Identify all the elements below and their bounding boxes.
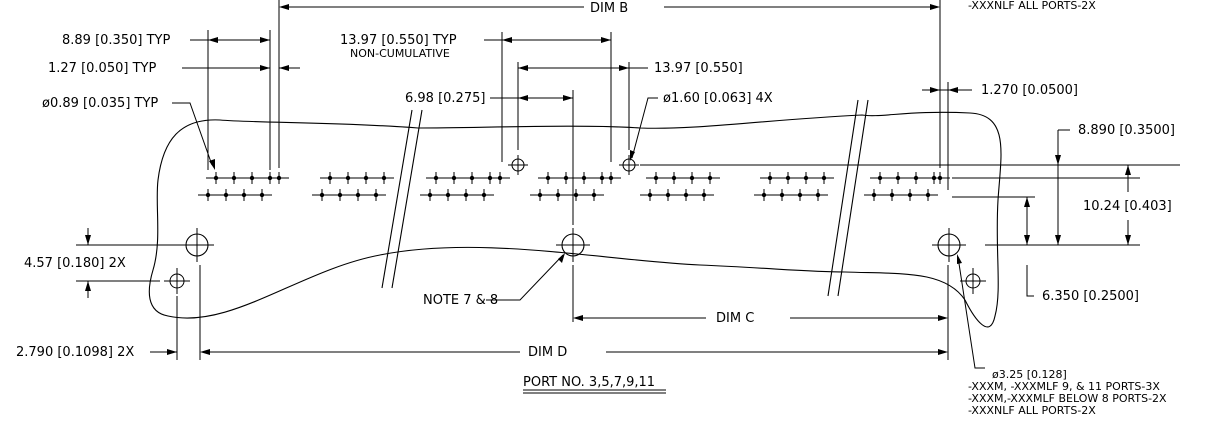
pin-hole bbox=[761, 192, 767, 198]
pin-hole bbox=[319, 192, 325, 198]
pin-hole bbox=[267, 175, 273, 181]
pin-hole bbox=[653, 175, 659, 181]
pin-hole bbox=[363, 175, 369, 181]
break-line bbox=[837, 99, 869, 297]
pin-hole bbox=[241, 192, 247, 198]
row-span-label: 10.24 [0.403] bbox=[1083, 199, 1172, 214]
pin-dia-label: ø0.89 [0.035] TYP bbox=[42, 96, 158, 111]
pin-hole bbox=[907, 192, 913, 198]
note-ref-label: NOTE 7 & 8 bbox=[423, 293, 498, 308]
break-line bbox=[391, 109, 423, 289]
non-cumulative-label: NON-CUMULATIVE bbox=[350, 47, 450, 60]
port-pitch-typ-label: 13.97 [0.550] TYP bbox=[340, 33, 457, 48]
top-clipped-note: -XXXNLF ALL PORTS-2X bbox=[968, 0, 1096, 12]
pin-hole bbox=[689, 175, 695, 181]
dim-b-label: DIM B bbox=[590, 1, 628, 16]
lead-offset-label: 1.27 [0.050] TYP bbox=[48, 61, 156, 76]
pin-hole bbox=[381, 175, 387, 181]
pin-hole bbox=[889, 192, 895, 198]
row-offset-label: 1.270 [0.0500] bbox=[981, 83, 1078, 98]
top-height-label: 8.890 [0.3500] bbox=[1078, 123, 1175, 138]
pin-hole bbox=[345, 175, 351, 181]
mount-note-3: -XXXNLF ALL PORTS-2X bbox=[968, 404, 1096, 417]
pin-hole bbox=[803, 175, 809, 181]
pin-hole bbox=[337, 192, 343, 198]
pin-hole bbox=[451, 175, 457, 181]
pin-hole bbox=[815, 192, 821, 198]
drawing-geometry bbox=[76, 0, 1180, 394]
pin-hole bbox=[327, 175, 333, 181]
pin-hole bbox=[683, 192, 689, 198]
pin-hole bbox=[427, 192, 433, 198]
board-outline bbox=[148, 111, 1002, 328]
pin-hole bbox=[913, 175, 919, 181]
pin-hole bbox=[259, 192, 265, 198]
pin-hole bbox=[599, 175, 605, 181]
pin-array bbox=[198, 172, 950, 201]
pin-hole bbox=[463, 192, 469, 198]
pin-hole bbox=[931, 175, 937, 181]
pin-hole bbox=[925, 192, 931, 198]
pin-hole bbox=[701, 192, 707, 198]
pin-hole bbox=[937, 175, 943, 181]
drawing-title: PORT NO. 3,5,7,9,11 bbox=[523, 375, 655, 390]
pin-hole bbox=[213, 175, 219, 181]
pin-hole bbox=[223, 192, 229, 198]
pin-hole bbox=[665, 192, 671, 198]
pin-hole bbox=[707, 175, 713, 181]
port-pitch-label: 13.97 [0.550] bbox=[654, 61, 743, 76]
pin-hole bbox=[573, 192, 579, 198]
half-pitch-label: 6.98 [0.275] bbox=[405, 91, 485, 106]
pin-hole bbox=[497, 175, 503, 181]
locator-dia-label: ø1.60 [0.063] 4X bbox=[663, 91, 773, 106]
pin-hole bbox=[647, 192, 653, 198]
pin-hole bbox=[767, 175, 773, 181]
break-line bbox=[381, 109, 413, 289]
pin-hole bbox=[779, 192, 785, 198]
mount-note-2: -XXXM,-XXXMLF BELOW 8 PORTS-2X bbox=[968, 392, 1167, 405]
pin-hole bbox=[671, 175, 677, 181]
pin-hole bbox=[373, 192, 379, 198]
pin-hole bbox=[249, 175, 255, 181]
pin-hole bbox=[355, 192, 361, 198]
pin-hole bbox=[877, 175, 883, 181]
pin-hole bbox=[895, 175, 901, 181]
pitch-typ-label: 8.89 [0.350] TYP bbox=[62, 33, 170, 48]
mount-hole-label: ø3.25 [0.128] bbox=[992, 368, 1067, 381]
pin-hole bbox=[821, 175, 827, 181]
edge-offset-label: 2.790 [0.1098] 2X bbox=[16, 345, 134, 360]
break-line bbox=[827, 99, 859, 297]
post-height-label: 6.350 [0.2500] bbox=[1042, 289, 1139, 304]
pin-hole bbox=[591, 192, 597, 198]
post-offset-label: 4.57 [0.180] 2X bbox=[24, 256, 126, 271]
pin-hole bbox=[487, 175, 493, 181]
mount-note-1: -XXXM, -XXXMLF 9, & 11 PORTS-3X bbox=[968, 380, 1160, 393]
pin-hole bbox=[608, 175, 614, 181]
pin-hole bbox=[231, 175, 237, 181]
pin-hole bbox=[537, 192, 543, 198]
pin-hole bbox=[581, 175, 587, 181]
pin-hole bbox=[469, 175, 475, 181]
pin-hole bbox=[276, 175, 282, 181]
dim-c-label: DIM C bbox=[716, 311, 754, 326]
pin-hole bbox=[433, 175, 439, 181]
pin-hole bbox=[445, 192, 451, 198]
pin-hole bbox=[545, 175, 551, 181]
pin-hole bbox=[797, 192, 803, 198]
pin-hole bbox=[481, 192, 487, 198]
pin-hole bbox=[555, 192, 561, 198]
pin-hole bbox=[785, 175, 791, 181]
dim-d-label: DIM D bbox=[528, 345, 567, 360]
pin-hole bbox=[871, 192, 877, 198]
pin-hole bbox=[563, 175, 569, 181]
pin-hole bbox=[205, 192, 211, 198]
